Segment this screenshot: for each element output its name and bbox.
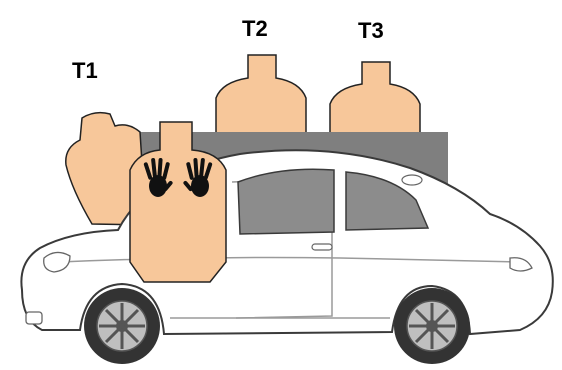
car-fog-light — [26, 312, 42, 324]
car-door-handle — [312, 244, 332, 250]
rear-wheel — [394, 288, 470, 364]
target-label-t2: T2 — [242, 16, 268, 41]
car-side-marker — [402, 175, 422, 185]
car-front-window — [238, 169, 334, 234]
front-wheel — [84, 288, 160, 364]
target-label-t3: T3 — [358, 18, 384, 43]
target-t2-silhouette — [216, 55, 306, 140]
target-label-t1: T1 — [72, 58, 98, 83]
target-t3-silhouette — [330, 62, 420, 140]
